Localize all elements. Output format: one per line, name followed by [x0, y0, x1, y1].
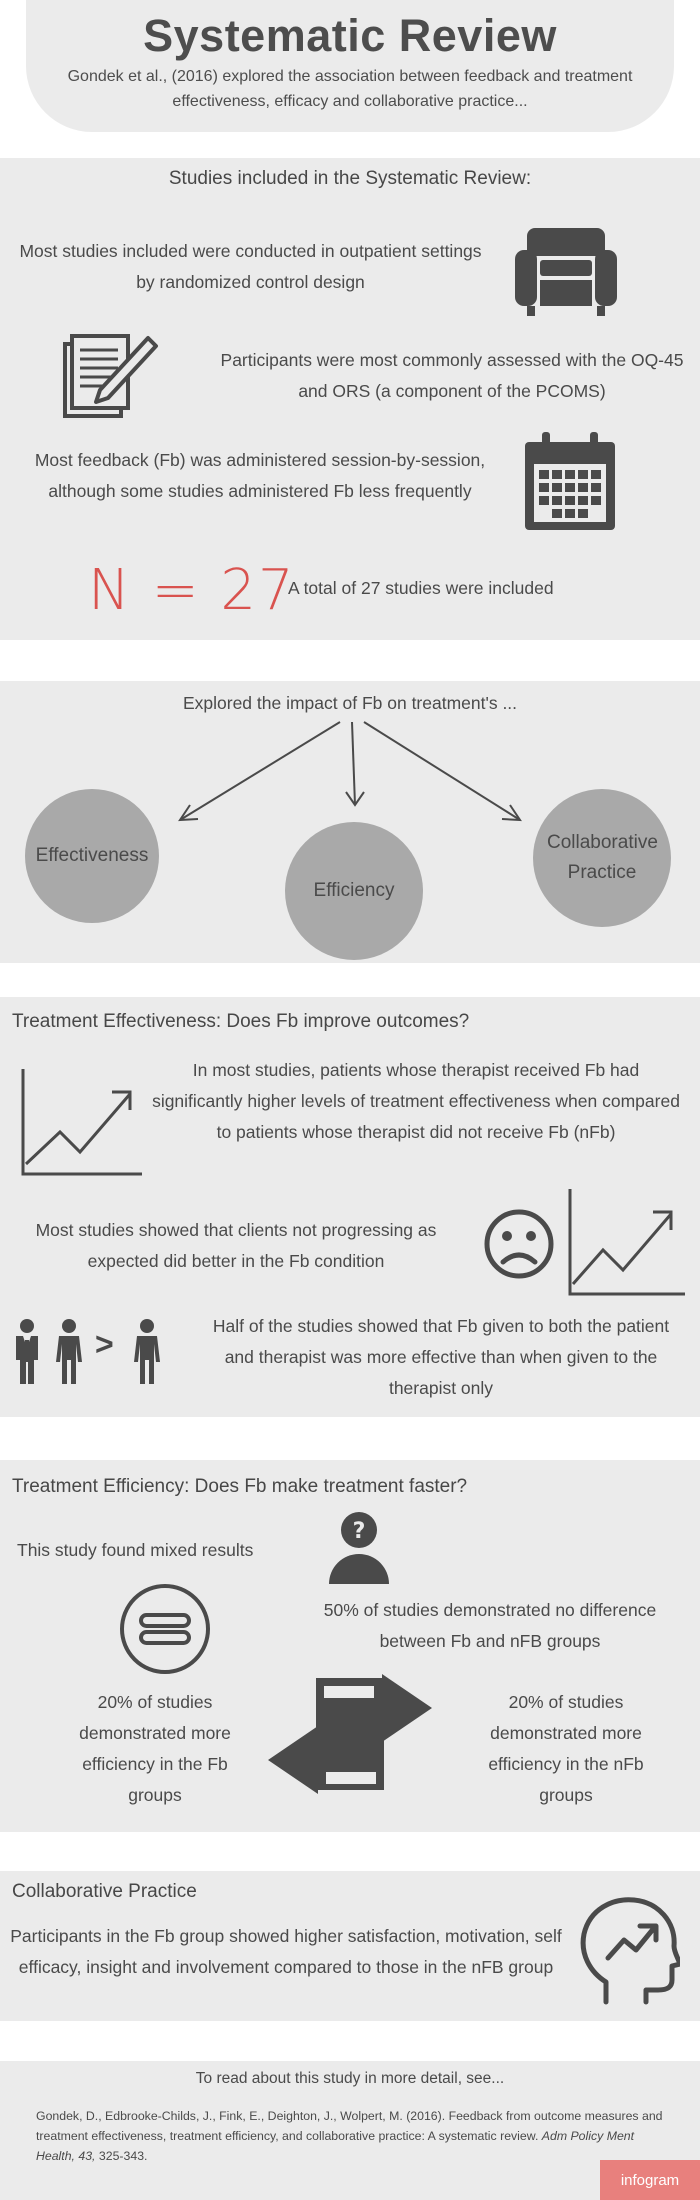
collaborative-practice-circle: Collaborative Practice: [533, 789, 671, 927]
comparison-symbol: >: [95, 1326, 114, 1362]
total-studies-text: A total of 27 studies were included: [288, 578, 554, 598]
person-icon: [56, 1319, 82, 1384]
sad-face-icon: [484, 1209, 554, 1279]
effectiveness-p1: In most studies, patients whose therapis…: [152, 1060, 680, 1142]
effectiveness-p3: Half of the studies showed that Fb given…: [212, 1316, 670, 1398]
nfb-efficiency-text: 20% of studies demonstrated more efficie…: [488, 1692, 644, 1805]
footer-panel: [0, 2061, 700, 2200]
efficiency-heading: Treatment Efficiency: Does Fb make treat…: [12, 1476, 468, 1497]
mixed-results-text: This study found mixed results: [17, 1540, 254, 1560]
effectiveness-panel: [0, 997, 700, 1417]
header-pill: [26, 0, 674, 132]
person-icon-2: [134, 1319, 160, 1384]
frequency-text: Most feedback (Fb) was administered sess…: [34, 450, 486, 501]
question-person-icon: ?: [329, 1512, 389, 1584]
infogram-badge[interactable]: infogram: [600, 2160, 700, 2200]
effectiveness-circle: Effectiveness: [25, 789, 159, 923]
doctor-icon: [16, 1319, 38, 1384]
effectiveness-heading: Treatment Effectiveness: Does Fb improve…: [12, 1011, 470, 1032]
citation-journal: Adm Policy Ment Health, 43,: [36, 2129, 635, 2163]
no-difference-text: 50% of studies demonstrated no differenc…: [323, 1600, 657, 1651]
collaborative-text: Participants in the Fb group showed high…: [10, 1926, 562, 1977]
page-subtitle: Gondek et al., (2016) explored the assoc…: [67, 68, 633, 110]
outpatient-text: Most studies included were conducted in …: [19, 241, 482, 292]
efficiency-label: Efficiency: [313, 880, 395, 901]
read-more-text: To read about this study in more detail,…: [195, 2070, 505, 2087]
measures-text: Participants were most commonly assessed…: [220, 350, 684, 401]
effectiveness-p2: Most studies showed that clients not pro…: [35, 1220, 437, 1271]
citation-main: Gondek, D., Edbrooke-Childs, J., Fink, E…: [36, 2109, 663, 2143]
page-title: Systematic Review: [143, 10, 557, 61]
studies-heading: Studies included in the Systematic Revie…: [168, 168, 532, 189]
impact-heading: Explored the impact of Fb on treatment's…: [182, 693, 518, 713]
fb-efficiency-text: 20% of studies demonstrated more efficie…: [79, 1692, 231, 1805]
calendar-icon: [525, 432, 615, 530]
efficiency-circle: Efficiency: [285, 822, 423, 960]
svg-text:?: ?: [353, 1519, 366, 1544]
effectiveness-label: Effectiveness: [35, 845, 149, 866]
collaborative-practice-label: Collaborative Practice: [547, 832, 658, 883]
citation-pages: 325-343.: [95, 2149, 148, 2163]
equal-icon: [120, 1584, 210, 1674]
collaborative-heading: Collaborative Practice: [12, 1881, 197, 1902]
citation: Gondek, D., Edbrooke-Childs, J., Fink, E…: [36, 2106, 666, 2166]
head-growth-icon: [580, 1897, 680, 2005]
trend-chart-icon: [21, 1069, 142, 1176]
exchange-arrows-icon: [268, 1674, 432, 1794]
armchair-icon: [515, 228, 617, 316]
n-count-label: N = 27: [88, 558, 296, 623]
trend-chart-icon-2: [568, 1189, 685, 1296]
document-pencil-icon: [63, 334, 158, 418]
impact-arrows: [178, 721, 522, 822]
